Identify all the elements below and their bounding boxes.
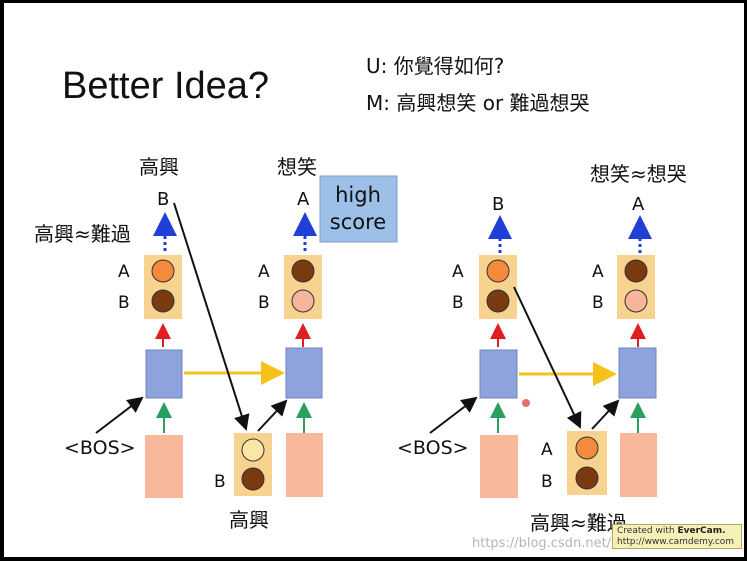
right-opt-b-2: B bbox=[592, 293, 604, 313]
watermark-brand: EverCam. bbox=[677, 526, 726, 536]
left-opt-b-1: B bbox=[118, 293, 130, 313]
right-sample-box bbox=[567, 431, 607, 495]
csdn-watermark: https://blog.csdn.net/ bbox=[472, 536, 612, 551]
high-score-line-2: score bbox=[330, 210, 386, 234]
left-input-box-1 bbox=[145, 435, 183, 498]
high-score-line-1: high bbox=[335, 183, 381, 207]
right-out-b: B bbox=[492, 194, 504, 215]
left-low-b: B bbox=[214, 472, 226, 492]
slide-title: Better Idea? bbox=[62, 65, 269, 107]
right-hidden-box-2 bbox=[618, 347, 657, 399]
left-diag-arrow-down bbox=[173, 202, 250, 431]
right-diag-arrow-down bbox=[513, 286, 582, 429]
left-bottom-label: 高興 bbox=[229, 508, 269, 532]
evercam-watermark: Created with EverCam. http://www.camdemy… bbox=[612, 524, 742, 549]
right-input-box-1 bbox=[480, 435, 518, 498]
right-input-box-2 bbox=[620, 433, 657, 497]
right-output-box-1 bbox=[479, 255, 517, 319]
right-bos: <BOS> bbox=[397, 437, 469, 459]
high-score-box: high score bbox=[319, 175, 398, 243]
slide: Better Idea? U: 你覺得如何? M: 高興想笑 or 難過想哭 高… bbox=[4, 3, 744, 557]
left-top-label-2: 想笑 bbox=[277, 155, 317, 179]
left-hidden-box-2 bbox=[285, 347, 323, 399]
left-bos: <BOS> bbox=[64, 437, 136, 459]
prompt-u: U: 你覺得如何? bbox=[366, 54, 504, 78]
left-approx-label: 高興≈難過 bbox=[34, 222, 131, 246]
left-diag-arrow-up bbox=[257, 399, 288, 432]
right-output-box-2 bbox=[617, 255, 655, 319]
right-diag-arrow-up bbox=[591, 399, 620, 430]
slide-canvas: Better Idea? U: 你覺得如何? M: 高興想笑 or 難過想哭 高… bbox=[34, 54, 687, 535]
left-bos-arrow bbox=[95, 396, 144, 434]
left-opt-a-1: A bbox=[118, 262, 130, 282]
left-out-a: A bbox=[297, 189, 310, 210]
right-bos-arrow bbox=[429, 396, 478, 434]
right-opt-a-1: A bbox=[452, 262, 464, 282]
right-out-a: A bbox=[632, 194, 645, 215]
left-sample-box bbox=[234, 433, 272, 496]
right-opt-b-1: B bbox=[452, 293, 464, 313]
left-opt-a-2: A bbox=[258, 262, 270, 282]
right-opt-a-2: A bbox=[592, 262, 604, 282]
left-opt-b-2: B bbox=[258, 293, 270, 313]
right-top-label: 想笑≈想哭 bbox=[590, 162, 687, 186]
left-hidden-box-1 bbox=[145, 349, 183, 399]
left-input-box-2 bbox=[286, 433, 323, 497]
left-output-box-1 bbox=[144, 255, 182, 319]
right-low-b: B bbox=[541, 472, 553, 492]
watermark-created: Created with bbox=[617, 526, 675, 536]
left-output-box-2 bbox=[284, 255, 322, 319]
right-low-a: A bbox=[541, 440, 553, 460]
cursor-dot bbox=[522, 399, 530, 407]
right-bottom-label: 高興≈難過 bbox=[530, 511, 627, 535]
left-out-b: B bbox=[157, 189, 169, 210]
left-top-label-1: 高興 bbox=[139, 155, 179, 179]
right-hidden-box-1 bbox=[479, 349, 518, 399]
watermark-url: http://www.camdemy.com bbox=[617, 537, 735, 547]
prompt-m: M: 高興想笑 or 難過想哭 bbox=[366, 91, 590, 115]
